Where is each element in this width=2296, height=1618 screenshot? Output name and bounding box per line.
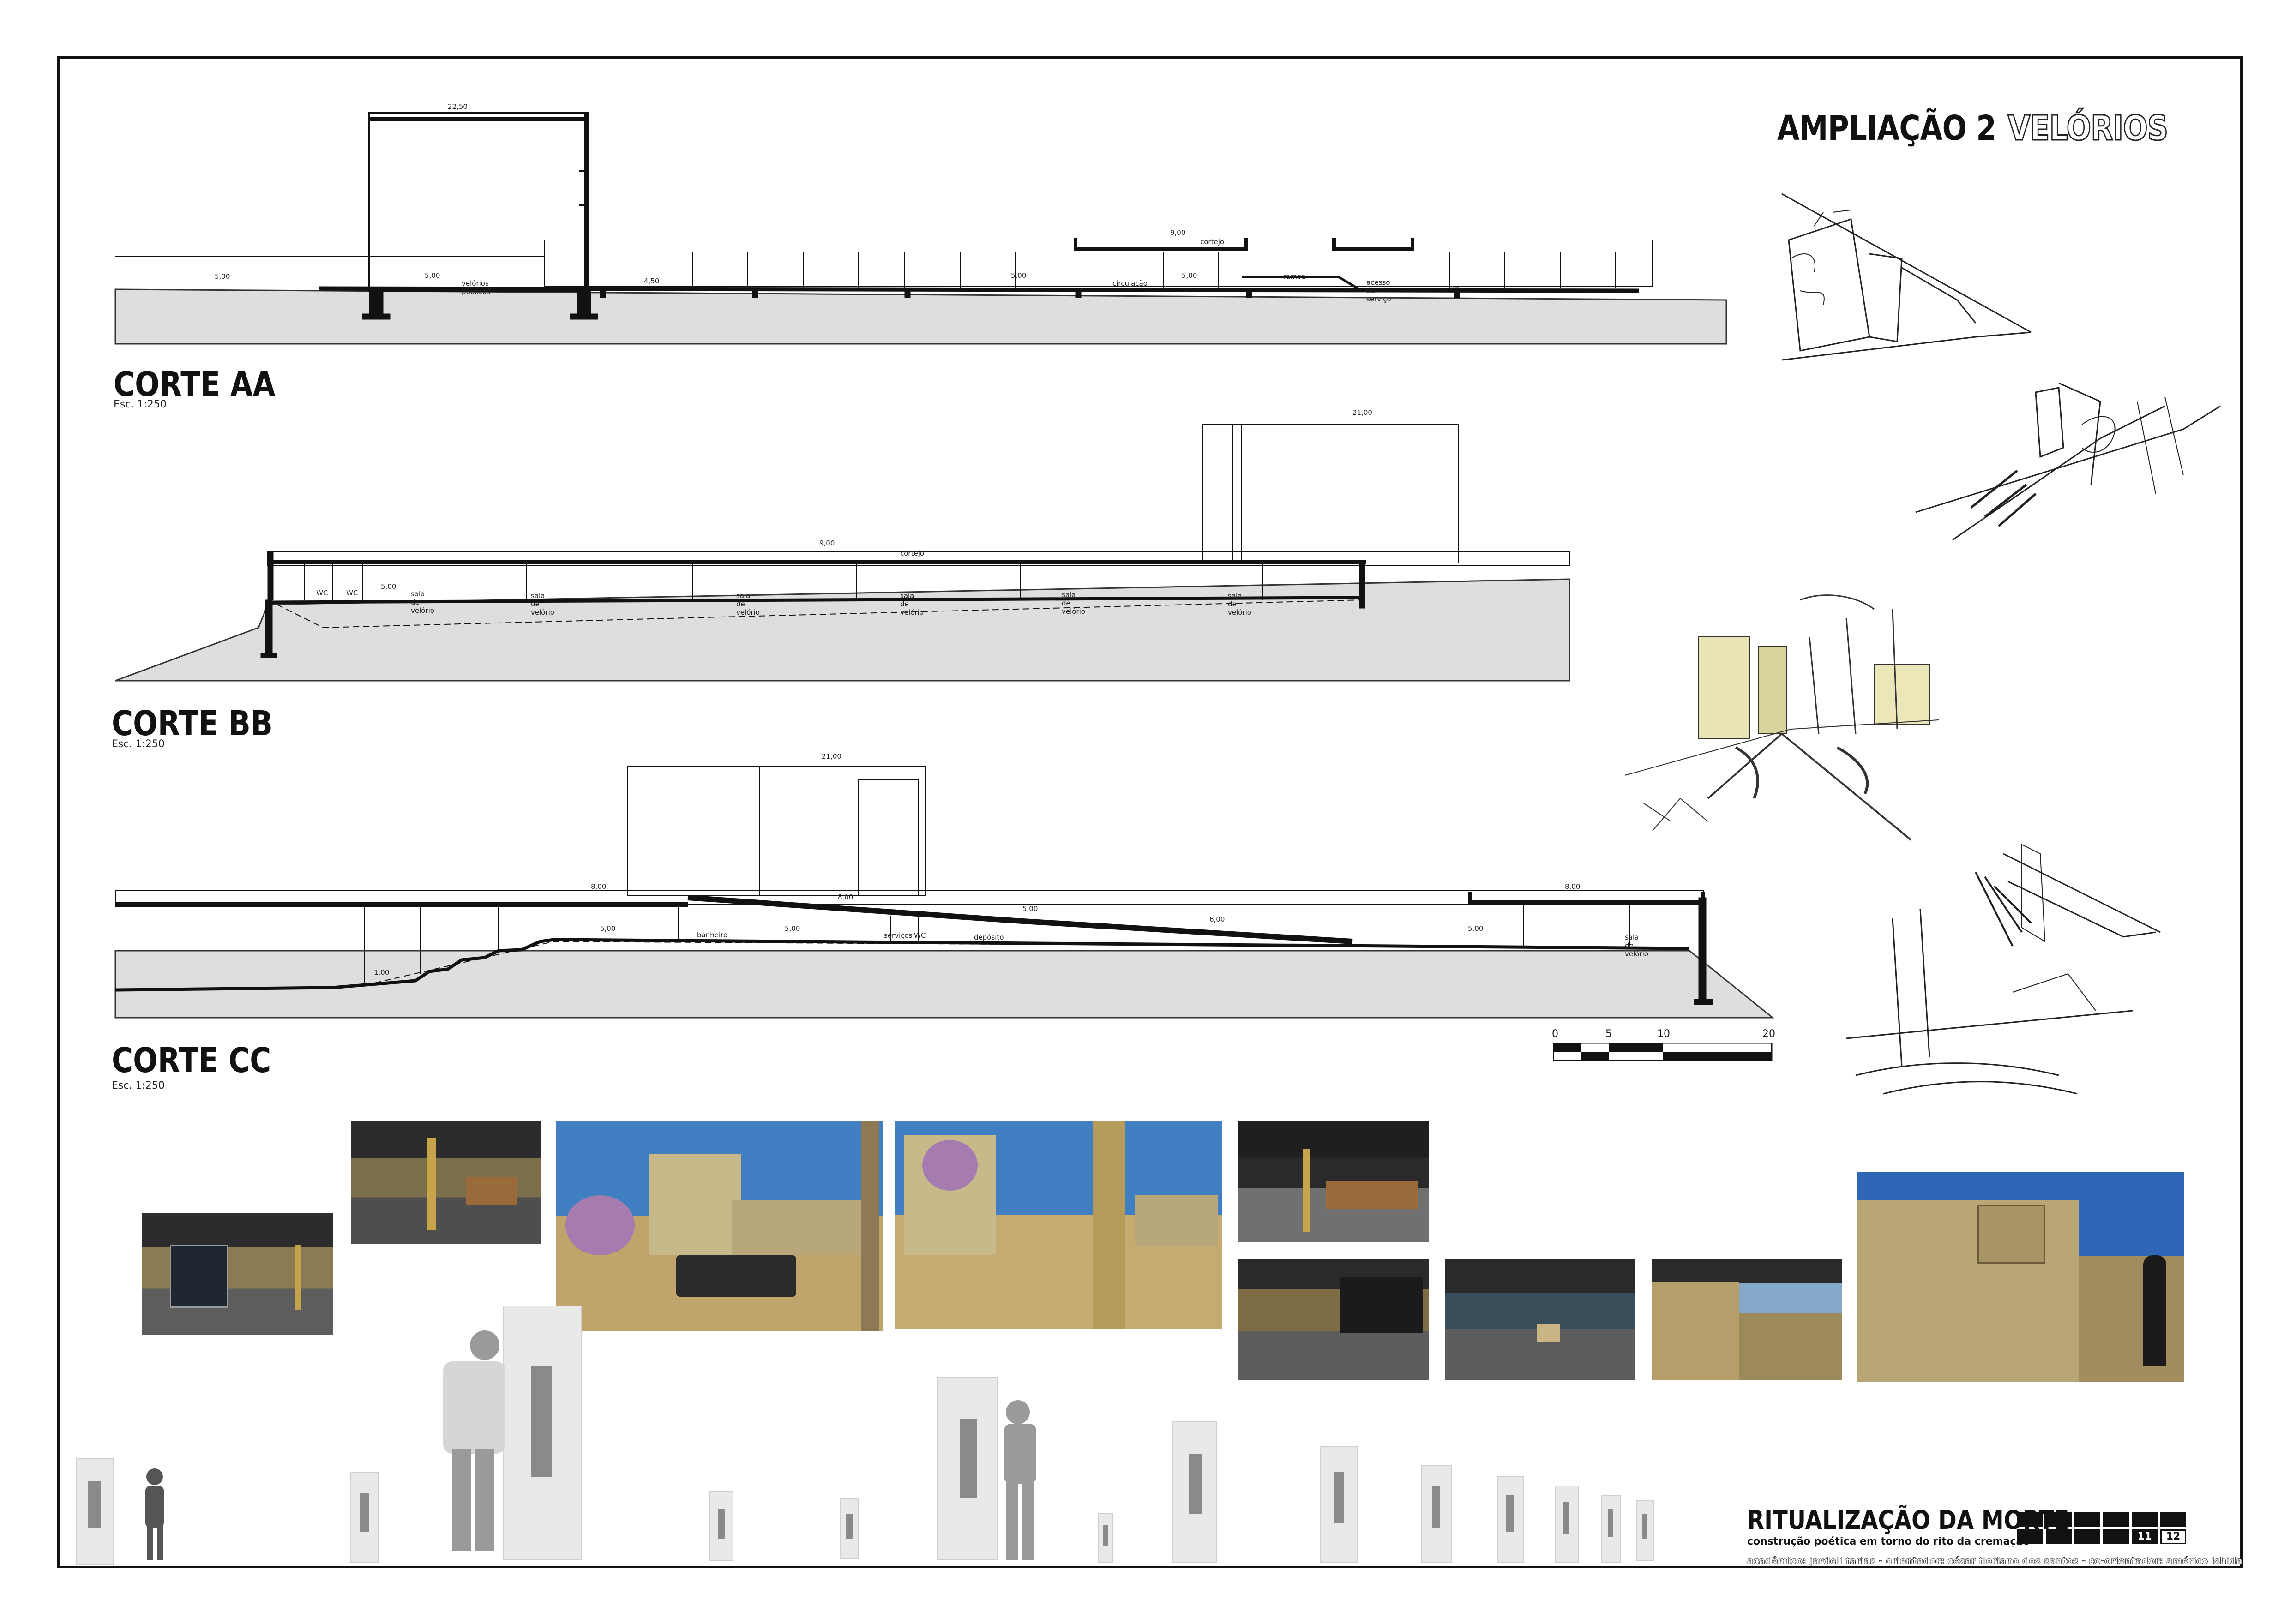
render-interior-1 xyxy=(142,1213,333,1335)
cc-level-low: 1,00 xyxy=(374,968,390,977)
bb-level-floor: 5,00 xyxy=(381,582,397,591)
sheet-number-current: 11 xyxy=(2132,1529,2158,1544)
cc-level-e: 6,00 xyxy=(1209,915,1225,923)
bb-sala-3: sala de velório xyxy=(736,592,760,617)
sketch-perspective-2 xyxy=(1915,382,2221,541)
cc-level-b: 5,00 xyxy=(785,924,800,933)
render-exterior-wall xyxy=(1857,1172,2184,1382)
render-corridor-3 xyxy=(1445,1259,1635,1380)
bb-sala-4: sala de velório xyxy=(900,592,924,617)
render-corridor-4 xyxy=(1652,1259,1842,1380)
aa-level-500b: 5,00 xyxy=(1011,271,1027,280)
person-silhouette-small xyxy=(145,1468,164,1560)
aa-room-circ: circulação xyxy=(1112,279,1148,288)
cc-room-wc: WC xyxy=(914,931,926,940)
aa-level-mid: 5,00 xyxy=(425,271,440,280)
footer-subtitle: construção poética em torno do rito da c… xyxy=(1747,1536,2030,1547)
aa-level-roof: 9,00 xyxy=(1170,228,1186,237)
cc-level-tower: 21,00 xyxy=(822,752,841,761)
bb-wc-1: WC xyxy=(316,589,328,597)
corte-bb-scale: Esc. 1:250 xyxy=(112,738,165,750)
cc-level-roof-m: 8,00 xyxy=(838,893,853,901)
sheet-frame xyxy=(57,56,2243,1568)
cc-level-roof-r: 8,00 xyxy=(1565,882,1581,891)
render-interior-2 xyxy=(351,1121,541,1244)
sheet-title: AMPLIAÇÃO 2 VELÓRIOS xyxy=(1777,108,2169,149)
sketch-perspective-3-colored xyxy=(1624,594,1939,841)
render-corridor-1 xyxy=(1238,1121,1429,1242)
sketch-perspective-4 xyxy=(1846,844,2161,1095)
corte-aa-label: CORTE AA xyxy=(114,365,276,404)
cc-level-c: 5,00 xyxy=(1022,905,1038,913)
cc-level-d: 5,00 xyxy=(1468,924,1484,933)
title-sub-text: VELÓRIOS xyxy=(2007,108,2169,149)
corte-cc-label: CORTE CC xyxy=(112,1041,271,1080)
scale-tick-0: 0 xyxy=(1552,1028,1558,1040)
scale-tick-10: 10 xyxy=(1657,1028,1670,1040)
scale-bar xyxy=(1552,1042,1773,1061)
corte-aa-scale: Esc. 1:250 xyxy=(114,399,167,410)
cc-room-servicos: serviços xyxy=(884,931,913,940)
corte-aa-drawing xyxy=(114,112,1727,345)
scale-tick-5: 5 xyxy=(1605,1028,1612,1040)
sketch-perspective-1 xyxy=(1781,193,2032,361)
aa-room-cortejo: cortejo xyxy=(1200,238,1225,246)
corte-cc-scale: Esc. 1:250 xyxy=(112,1080,165,1091)
corte-cc-drawing xyxy=(114,766,1775,1019)
aa-level-top: 22,50 xyxy=(448,102,468,111)
cc-level-roof-l: 8,00 xyxy=(591,882,607,891)
footer-credits: acadêmico: jardeli farias - orientador: … xyxy=(1747,1555,2243,1567)
corte-bb-drawing xyxy=(115,424,1570,682)
bb-sala-1: sala de velório xyxy=(411,590,434,615)
corte-bb-label: CORTE BB xyxy=(112,704,273,743)
scale-tick-20: 20 xyxy=(1762,1028,1775,1040)
bb-sala-6: sala de velório xyxy=(1228,592,1251,617)
bb-level-tower: 21,00 xyxy=(1352,408,1372,417)
aa-room-rampa: rampa xyxy=(1283,272,1306,281)
aa-level-ground: 5,00 xyxy=(215,272,230,281)
aa-level-circ: 5,00 xyxy=(1182,271,1197,280)
footer-title: RITUALIZAÇÃO DA MORTE xyxy=(1747,1505,2069,1535)
scale-bar-graphic xyxy=(1552,1042,1773,1061)
aa-room-left: velórios públicos xyxy=(462,279,491,296)
bb-wc-2: WC xyxy=(346,589,358,597)
bb-level-roof: 9,00 xyxy=(819,539,835,547)
render-corridor-2 xyxy=(1238,1259,1429,1380)
sheet-number-total: 12 xyxy=(2160,1529,2186,1544)
render-courtyard-1 xyxy=(556,1121,883,1331)
cc-room-deposito: depósito xyxy=(974,933,1004,941)
aa-level-45: 4,50 xyxy=(644,277,660,285)
cc-room-banheiro: banheiro xyxy=(697,931,728,939)
cc-level-a: 5,00 xyxy=(600,924,616,933)
render-courtyard-2 xyxy=(895,1121,1222,1329)
person-figure-standing xyxy=(443,1330,505,1551)
bb-sala-5: sala de velório xyxy=(1062,591,1085,616)
bb-room-cortejo: cortejo xyxy=(900,549,925,557)
bb-sala-2: sala de velório xyxy=(531,592,554,617)
cc-room-sala: sala de velório xyxy=(1625,933,1648,958)
title-main-text: AMPLIAÇÃO 2 xyxy=(1777,108,1996,148)
aa-room-acesso: acesso de serviço xyxy=(1366,278,1391,303)
person-figure-reading xyxy=(1004,1400,1036,1560)
